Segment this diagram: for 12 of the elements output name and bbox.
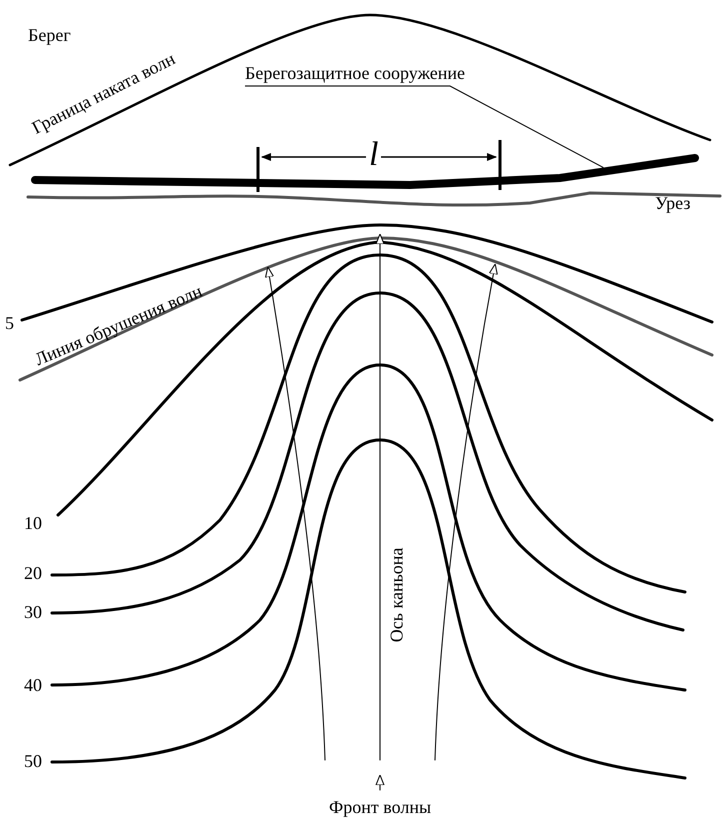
caption-text: Фронт волны (329, 798, 432, 818)
line-label: Урез (655, 194, 690, 214)
place-label: Берег (28, 26, 71, 46)
callout-text: Берегозащитное сооружение (245, 64, 466, 84)
depth-label: 30 (24, 603, 42, 623)
depth-label: 10 (24, 514, 42, 534)
axis-label: Ось каньона (386, 548, 407, 642)
depth-label: 20 (24, 564, 42, 584)
depth-label: 5 (5, 314, 14, 334)
depth-label: 40 (24, 676, 42, 696)
leader-line (244, 86, 604, 168)
depth-label: 50 (24, 752, 42, 772)
